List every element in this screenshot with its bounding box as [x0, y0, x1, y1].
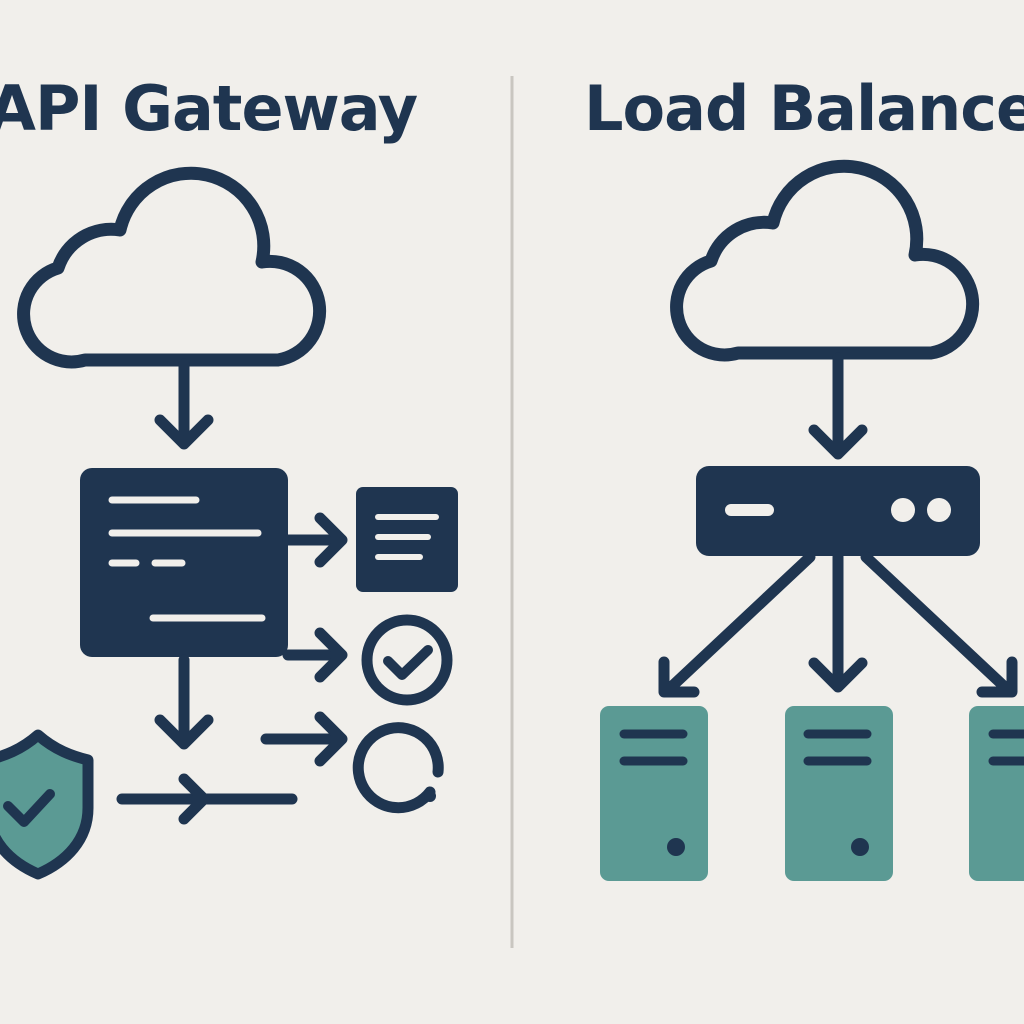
arrow-gateway-down — [154, 654, 214, 750]
api-gateway-title: API Gateway — [0, 72, 418, 145]
load-balancer-icon — [696, 466, 980, 556]
check-circle-icon — [361, 614, 453, 706]
server-icon — [969, 706, 1024, 881]
cloud-icon — [17, 166, 327, 369]
arrow-to-check-circle — [282, 627, 348, 683]
load-balancer-title: Load Balancer — [584, 72, 1024, 145]
shield-check-icon — [0, 729, 94, 880]
arrow-to-server-left — [658, 551, 816, 698]
server-icon — [600, 706, 708, 881]
arrow-to-document — [282, 512, 348, 568]
arrow-from-shield — [116, 773, 298, 825]
api-gateway-panel — [0, 166, 458, 880]
document-icon — [356, 487, 458, 592]
server-icon — [785, 706, 893, 881]
load-balancer-panel — [600, 159, 1024, 881]
gateway-panel-icon — [80, 468, 288, 657]
arrow-to-server-middle — [808, 551, 868, 693]
arrow-cloud-to-gateway — [154, 358, 214, 450]
arrow-cloud-to-load-balancer — [808, 352, 868, 460]
refresh-circle-icon — [352, 722, 444, 814]
cloud-icon — [670, 159, 980, 362]
arrow-to-refresh-circle — [260, 711, 348, 767]
arrow-to-server-right — [860, 551, 1018, 698]
